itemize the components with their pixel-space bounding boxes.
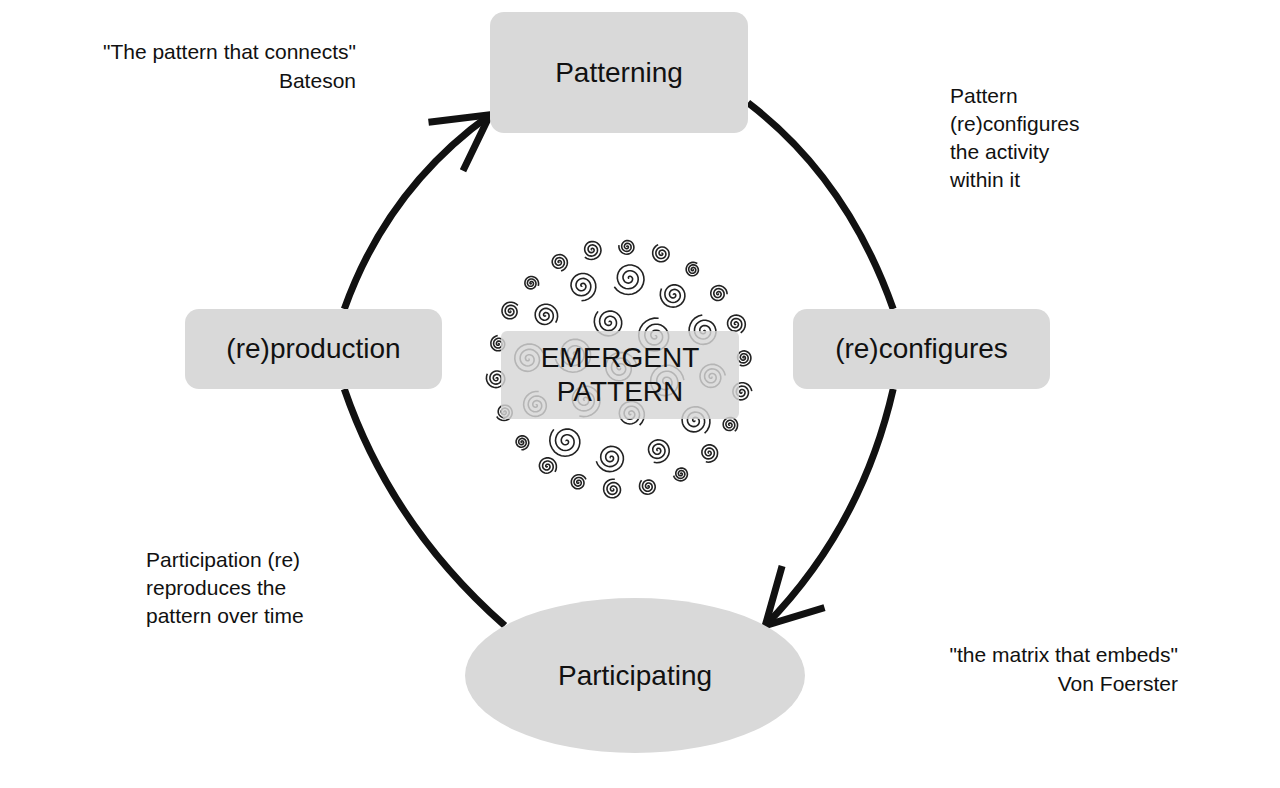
spiral <box>640 480 656 494</box>
spiral <box>525 277 539 289</box>
node-text: Participating <box>558 659 712 693</box>
spiral <box>535 304 557 324</box>
cycle-arrow <box>748 103 893 309</box>
spiral <box>686 262 698 276</box>
note-label: Bateson <box>279 67 356 95</box>
cycle-arc <box>765 389 893 626</box>
spiral <box>571 274 596 301</box>
spiral <box>539 458 556 473</box>
spiral <box>660 285 685 307</box>
arrow-head <box>429 115 491 171</box>
spiral <box>571 475 586 489</box>
node-text: (re)configures <box>835 332 1008 366</box>
spiral <box>738 351 751 366</box>
spiral <box>502 302 518 319</box>
spiral <box>649 440 670 463</box>
spiral <box>550 429 580 456</box>
spiral <box>596 446 623 471</box>
cycle-arc <box>344 389 505 626</box>
spiral <box>516 436 529 450</box>
node-text: Patterning <box>555 56 683 90</box>
note-label: Von Foerster <box>1058 670 1178 698</box>
spiral <box>604 479 621 498</box>
spiral <box>723 418 737 432</box>
cycle-arc <box>344 115 490 309</box>
note-label: Participation (re) reproduces the patter… <box>146 546 308 630</box>
ellipse-node: Participating <box>465 598 805 753</box>
cycle-arrow <box>344 389 505 626</box>
spiral <box>702 445 718 462</box>
spiral <box>674 468 688 481</box>
node-text: (re)production <box>226 332 400 366</box>
spiral <box>614 265 644 295</box>
center-label-box: EMERGENT PATTERN <box>501 331 739 419</box>
spiral <box>552 255 567 271</box>
ellipse-fill <box>465 598 805 753</box>
note-label: Pattern (re)configures the activity with… <box>950 82 1108 194</box>
process-box: (re)configures <box>793 309 1050 389</box>
cycle-arrow <box>344 115 490 309</box>
spiral <box>585 242 601 260</box>
spiral <box>653 245 669 262</box>
spiral <box>619 241 634 255</box>
cycle-arrow <box>765 389 893 626</box>
process-box: Patterning <box>490 12 748 133</box>
cycle-arc <box>748 103 893 309</box>
arrow-head <box>765 566 824 626</box>
process-box: (re)production <box>185 309 442 389</box>
spiral <box>711 286 727 301</box>
note-label: "the matrix that embeds" <box>949 641 1178 669</box>
note-label: "The pattern that connects" <box>103 38 356 66</box>
node-text: EMERGENT PATTERN <box>518 341 722 408</box>
